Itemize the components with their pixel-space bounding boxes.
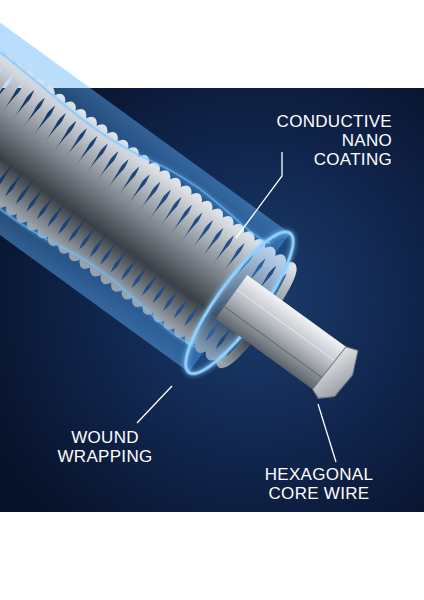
leader-line: [137, 386, 172, 423]
tube-edge: [0, 0, 290, 233]
core-edge: [224, 307, 328, 382]
energy-line: [0, 113, 199, 350]
callout-label: HEXAGONAL CORE WIRE: [255, 465, 383, 503]
tube-edge: [0, 137, 189, 372]
leader-line: [318, 404, 336, 462]
dark-background: [0, 88, 424, 512]
callout-label: CONDUCTIVE NANO COATING: [262, 112, 392, 169]
cable: [0, 0, 398, 451]
core-end-face: [310, 342, 366, 406]
leader-line: [236, 152, 282, 238]
callout-label: WOUND WRAPPING: [50, 428, 160, 466]
energy-line: [0, 12, 272, 252]
